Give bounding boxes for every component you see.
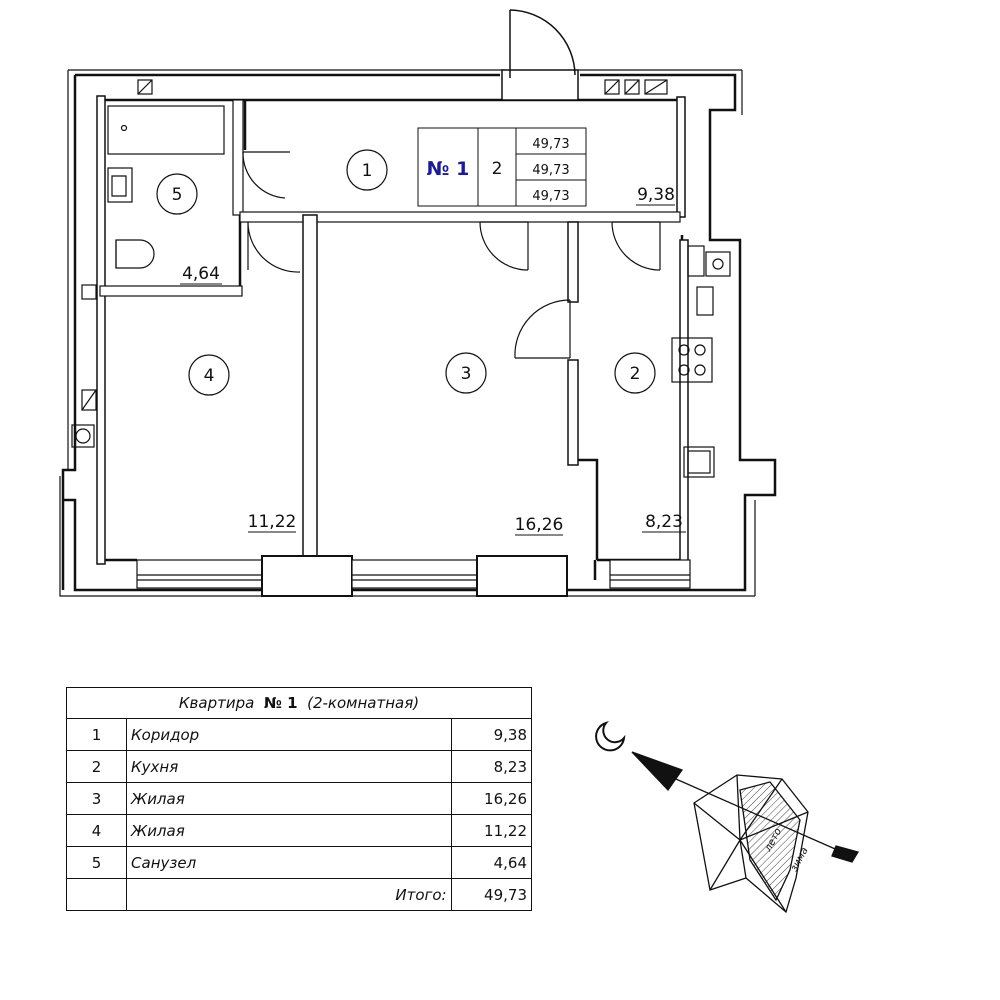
legend-title-row: Квартира № 1 (2-комнатная) bbox=[66, 687, 532, 719]
room-markers bbox=[156, 149, 656, 396]
legend-row-name: Санузел bbox=[126, 846, 452, 879]
rooms-count: 2 bbox=[492, 159, 503, 179]
north-crescent-icon bbox=[595, 721, 626, 752]
legend-total-value: 49,73 bbox=[450, 878, 533, 911]
legend-row-area: 11,22 bbox=[450, 814, 533, 847]
legend-row-name: Жилая bbox=[126, 814, 452, 847]
legend-row-num: 4 bbox=[65, 814, 128, 847]
table-row: 3 Жилая 16,26 bbox=[65, 782, 533, 815]
room-area-3: 16,26 bbox=[515, 515, 564, 535]
legend-row-area: 9,38 bbox=[450, 718, 533, 751]
kitchen-fixtures bbox=[671, 286, 715, 478]
table-row: 1 Коридор 9,38 bbox=[65, 718, 533, 751]
room-number-2: 2 bbox=[630, 364, 641, 384]
area-value-2: 49,73 bbox=[532, 163, 569, 178]
inner-wall bbox=[98, 98, 684, 580]
legend-row-name: Жилая bbox=[126, 782, 452, 815]
interior-doors bbox=[242, 151, 661, 359]
legend-row-area: 16,26 bbox=[450, 782, 533, 815]
wind-rose bbox=[595, 721, 859, 914]
table-row: 2 Кухня 8,23 bbox=[65, 750, 533, 783]
legend-row-area: 8,23 bbox=[450, 750, 533, 783]
outer-wall bbox=[61, 73, 777, 592]
room-area-4: 11,22 bbox=[248, 512, 297, 532]
apartment-number: № 1 bbox=[427, 158, 470, 180]
table-row: 4 Жилая 11,22 bbox=[65, 814, 533, 847]
room-legend-table: Квартира № 1 (2-комнатная) 1 Коридор 9,3… bbox=[65, 687, 533, 911]
legend-row-num: 2 bbox=[65, 750, 128, 783]
bathroom-fixtures bbox=[107, 105, 225, 269]
apartment-info-block bbox=[417, 127, 587, 207]
legend-title-suffix: (2-комнатная) bbox=[307, 694, 420, 712]
legend-row-name: Коридор bbox=[126, 718, 452, 751]
area-value-3: 49,73 bbox=[532, 189, 569, 204]
legend-row-num: 5 bbox=[65, 846, 128, 879]
legend-total-label: Итого: bbox=[126, 878, 452, 911]
legend-title-number: № 1 bbox=[263, 694, 298, 712]
entrance-door bbox=[501, 9, 579, 101]
area-value-1: 49,73 bbox=[532, 137, 569, 152]
legend-row-name: Кухня bbox=[126, 750, 452, 783]
windows bbox=[136, 555, 691, 597]
room-number-1: 1 bbox=[362, 161, 373, 181]
legend-row-num: 1 bbox=[65, 718, 128, 751]
table-row: 5 Санузел 4,64 bbox=[65, 846, 533, 879]
room-area-5: 4,64 bbox=[182, 264, 220, 284]
legend-row-area: 4,64 bbox=[450, 846, 533, 879]
room-number-4: 4 bbox=[204, 366, 215, 386]
north-arrow-icon bbox=[631, 751, 684, 792]
vent-shafts bbox=[71, 79, 731, 448]
legend-total-row: Итого: 49,73 bbox=[65, 878, 533, 911]
legend-row-num: 3 bbox=[65, 782, 128, 815]
room-area-1: 9,38 bbox=[637, 185, 675, 205]
legend-title-prefix: Квартира bbox=[178, 694, 255, 712]
room-number-3: 3 bbox=[461, 364, 472, 384]
room-area-2: 8,23 bbox=[645, 512, 683, 532]
room-number-5: 5 bbox=[172, 185, 183, 205]
